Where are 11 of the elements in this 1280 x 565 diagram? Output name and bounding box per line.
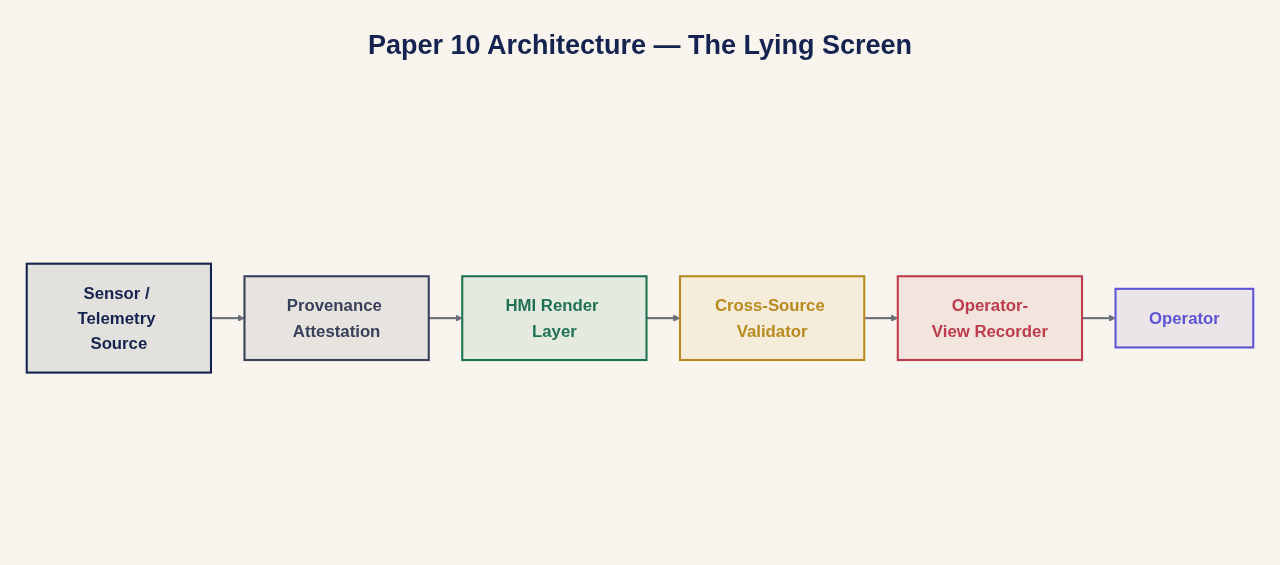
arrow: [428, 314, 463, 322]
node-box: Cross-Source Validator: [678, 275, 866, 361]
arrow: [211, 314, 245, 322]
node-box: HMI Render Layer: [461, 275, 648, 361]
node-box: Operator-View Recorder: [896, 275, 1084, 361]
node-box: Operator: [1114, 287, 1255, 349]
node-box: Provenance Attestation: [243, 275, 430, 361]
arrow: [1082, 314, 1116, 322]
arrow: [646, 314, 681, 322]
diagram-title: Paper 10 Architecture — The Lying Screen: [367, 30, 913, 61]
node-box: Sensor / Telemetry Source: [25, 262, 213, 374]
